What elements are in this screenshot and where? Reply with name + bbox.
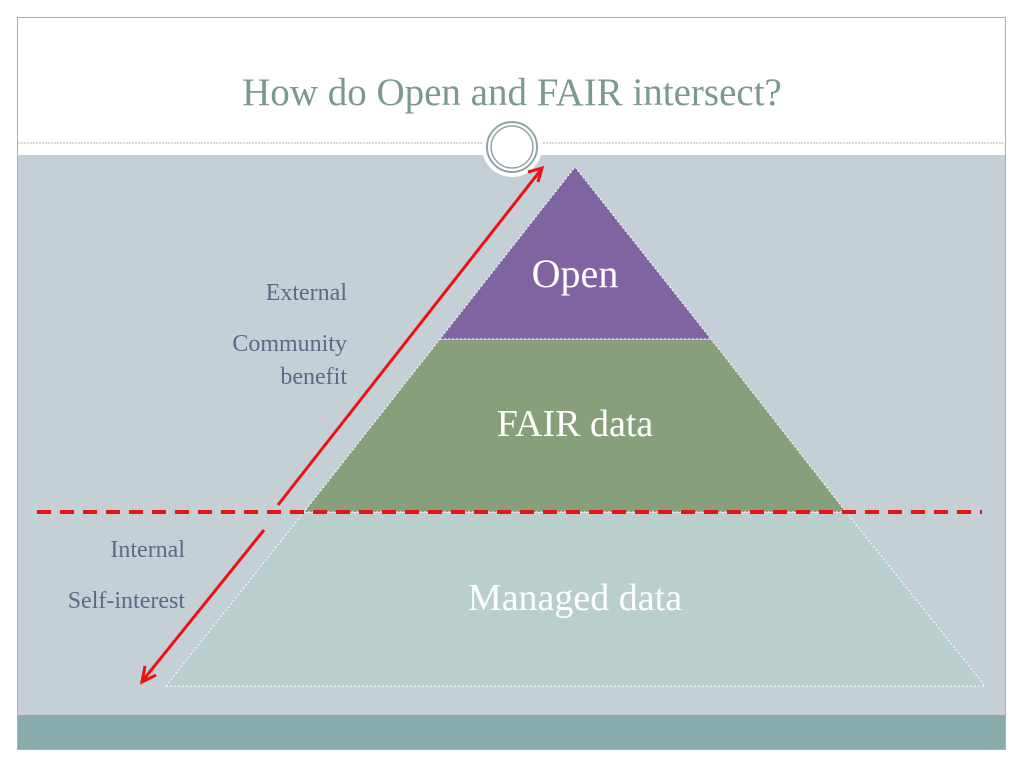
footer-bar [18,715,1005,749]
tier-label-open: Open [531,251,619,296]
medallion-ring-inner [490,125,534,169]
medallion-ring-outer [486,121,538,173]
label-internal: Internal [110,537,185,563]
label-external: External [265,280,347,306]
benefit-arrow [139,165,545,685]
label-community-benefit: Community benefit [232,331,347,390]
tier-open [438,166,713,340]
tier-label-fair: FAIR data [496,403,654,445]
label-self-interest: Self-interest [67,588,185,614]
tier-label-managed: Managed data [467,577,683,619]
slide-title: How do Open and FAIR intersect? [242,71,782,114]
